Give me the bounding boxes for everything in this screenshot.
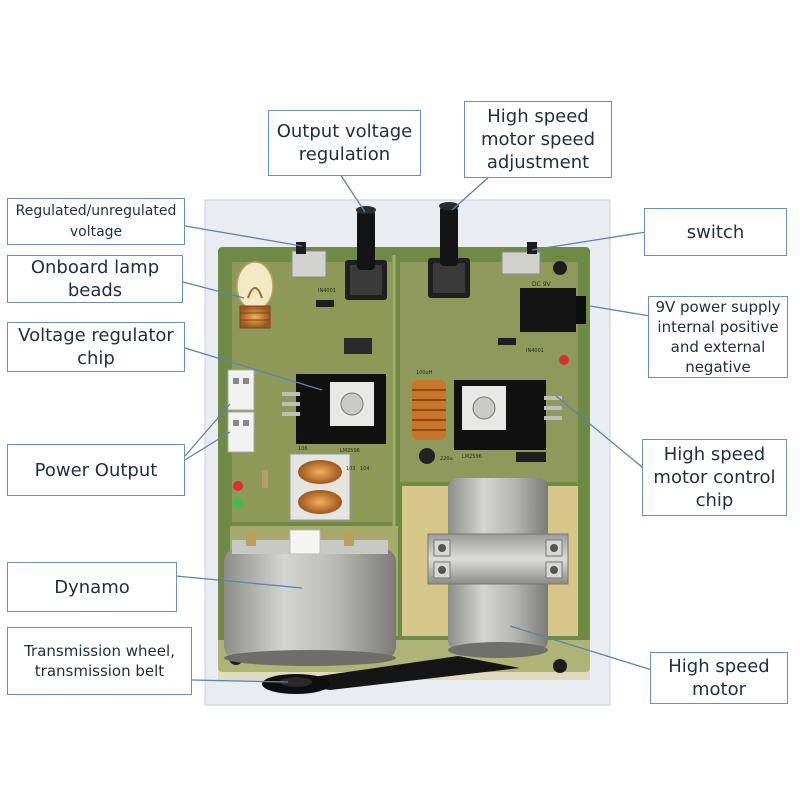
potentiometer-output-voltage bbox=[345, 206, 387, 300]
regulator-heatsink-left: LM2596 bbox=[282, 374, 386, 454]
diode-left bbox=[316, 300, 334, 307]
label-high-speed-motor-control-chip: High speed motor control chip bbox=[642, 439, 787, 516]
slide-switch-mid bbox=[344, 338, 372, 354]
selector-switch-left bbox=[291, 242, 327, 278]
led-green-left bbox=[233, 498, 243, 508]
capacitor-220u bbox=[419, 448, 435, 464]
screw-bottom-right bbox=[553, 659, 567, 673]
capacitor-marking: 220u bbox=[440, 456, 453, 462]
chip-marking-left: LM2596 bbox=[340, 448, 360, 454]
diode-label-right: IN4001 bbox=[526, 348, 544, 354]
label-dynamo: Dynamo bbox=[7, 562, 177, 612]
resistor-small bbox=[262, 470, 268, 488]
resistor-marking-103: 103 bbox=[346, 466, 356, 472]
red-led bbox=[559, 355, 569, 365]
common-mode-choke bbox=[289, 453, 351, 521]
diode-motor bbox=[516, 452, 546, 462]
led-red-left bbox=[233, 481, 243, 491]
onboard-lamp bbox=[236, 261, 274, 329]
label-high-speed-motor-speed-adjustment: High speed motor speed adjustment bbox=[464, 101, 612, 178]
label-regulated-unregulated-voltage: Regulated/unregulated voltage bbox=[7, 198, 185, 245]
label-voltage-regulator-chip: Voltage regulator chip bbox=[7, 322, 185, 372]
screw-top-right bbox=[553, 261, 567, 275]
high-speed-motor-body bbox=[427, 478, 569, 658]
label-output-voltage-regulation: Output voltage regulation bbox=[268, 110, 421, 176]
potentiometer-motor-speed bbox=[428, 202, 470, 298]
dc-jack-marking: DC 9V bbox=[532, 281, 552, 288]
inductor-100uh: 100uH bbox=[412, 370, 446, 440]
motor-control-heatsink: LM2596 bbox=[454, 380, 562, 460]
resistor-marking-106: 106 bbox=[298, 446, 308, 452]
dynamo-motor bbox=[224, 529, 396, 666]
chip-marking-right: LM2596 bbox=[462, 454, 482, 460]
label-high-speed-motor: High speed motor bbox=[650, 652, 788, 704]
label-onboard-lamp-beads: Onboard lamp beads bbox=[7, 255, 183, 303]
inductor-marking: 100uH bbox=[416, 370, 433, 376]
resistor-marking-104: 104 bbox=[360, 466, 370, 472]
diode-label-left: IN4001 bbox=[318, 288, 336, 294]
label-9v-power-supply: 9V power supply internal positive and ex… bbox=[648, 296, 788, 378]
label-transmission-wheel-belt: Transmission wheel, transmission belt bbox=[7, 627, 192, 695]
label-power-output: Power Output bbox=[7, 444, 185, 496]
dc-jack: DC 9V bbox=[520, 281, 586, 332]
label-switch: switch bbox=[644, 208, 787, 256]
diode-right bbox=[498, 338, 516, 345]
